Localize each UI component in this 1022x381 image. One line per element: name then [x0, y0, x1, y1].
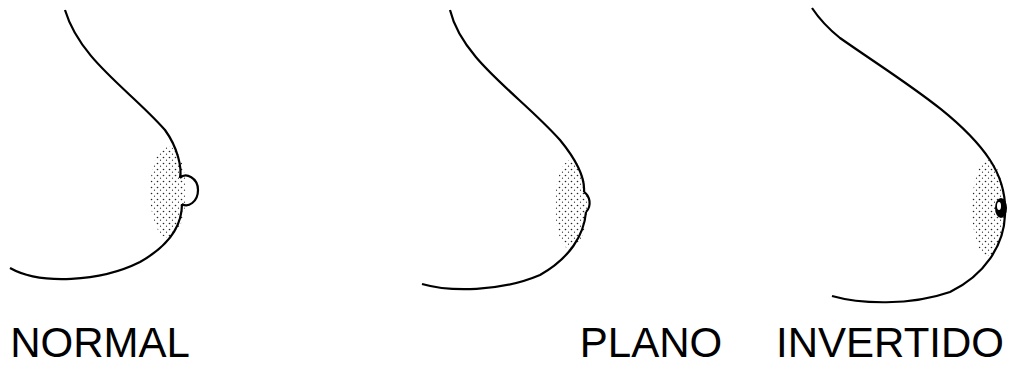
- type-label: PLANO: [580, 322, 722, 364]
- type-label: INVERTIDO: [776, 322, 1004, 364]
- flat-nipple-figure: [422, 10, 590, 289]
- inverted-nipple-figure: [812, 8, 1007, 302]
- normal-nipple-figure: [10, 10, 198, 279]
- type-label: NORMAL: [10, 322, 190, 364]
